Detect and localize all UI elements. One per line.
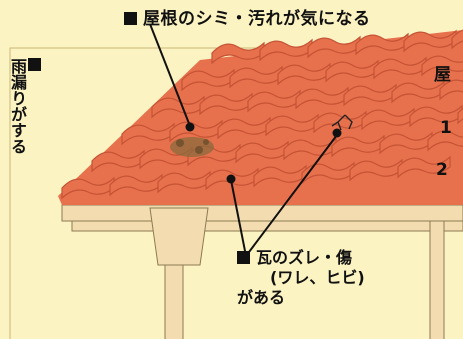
side-label-text: 雨漏りがする [8, 58, 27, 154]
roof-tiles [58, 29, 463, 205]
roof-tile [439, 79, 463, 101]
right-item-1-partial: 1 [440, 118, 452, 138]
leader-lines [149, 23, 338, 257]
right-heading-partial: 屋 [434, 65, 451, 85]
tile-damage-label: 瓦のズレ・傷 (ワレ、ヒビ) がある [237, 248, 365, 308]
right-item-2-partial: 2 [436, 160, 448, 180]
tile-gap-marker [226, 174, 236, 184]
bullet-square [124, 12, 137, 25]
bullet-square [28, 58, 41, 71]
roof-tile [427, 130, 463, 152]
roof-tile [451, 29, 463, 50]
title-text: 屋根のシミ・汚れが気になる [143, 9, 371, 29]
tile-crack [331, 114, 353, 131]
roof-tile [397, 155, 451, 179]
crack-marker [332, 128, 342, 138]
tile-label-line3: がある [237, 288, 286, 307]
roof-tile [421, 55, 463, 77]
tile-label-line1: 瓦のズレ・傷 [256, 248, 353, 267]
tile-label-line2: (ワレ、ヒビ) [270, 268, 365, 287]
bullet-square [237, 251, 250, 264]
stain-marker [185, 122, 195, 132]
title-stain: 屋根のシミ・汚れが気になる [124, 4, 371, 29]
side-label-leak: 雨漏りがする [8, 58, 41, 154]
roof-stain [170, 137, 214, 157]
gutter-bracket [149, 207, 209, 266]
roof-tile [457, 107, 463, 125]
